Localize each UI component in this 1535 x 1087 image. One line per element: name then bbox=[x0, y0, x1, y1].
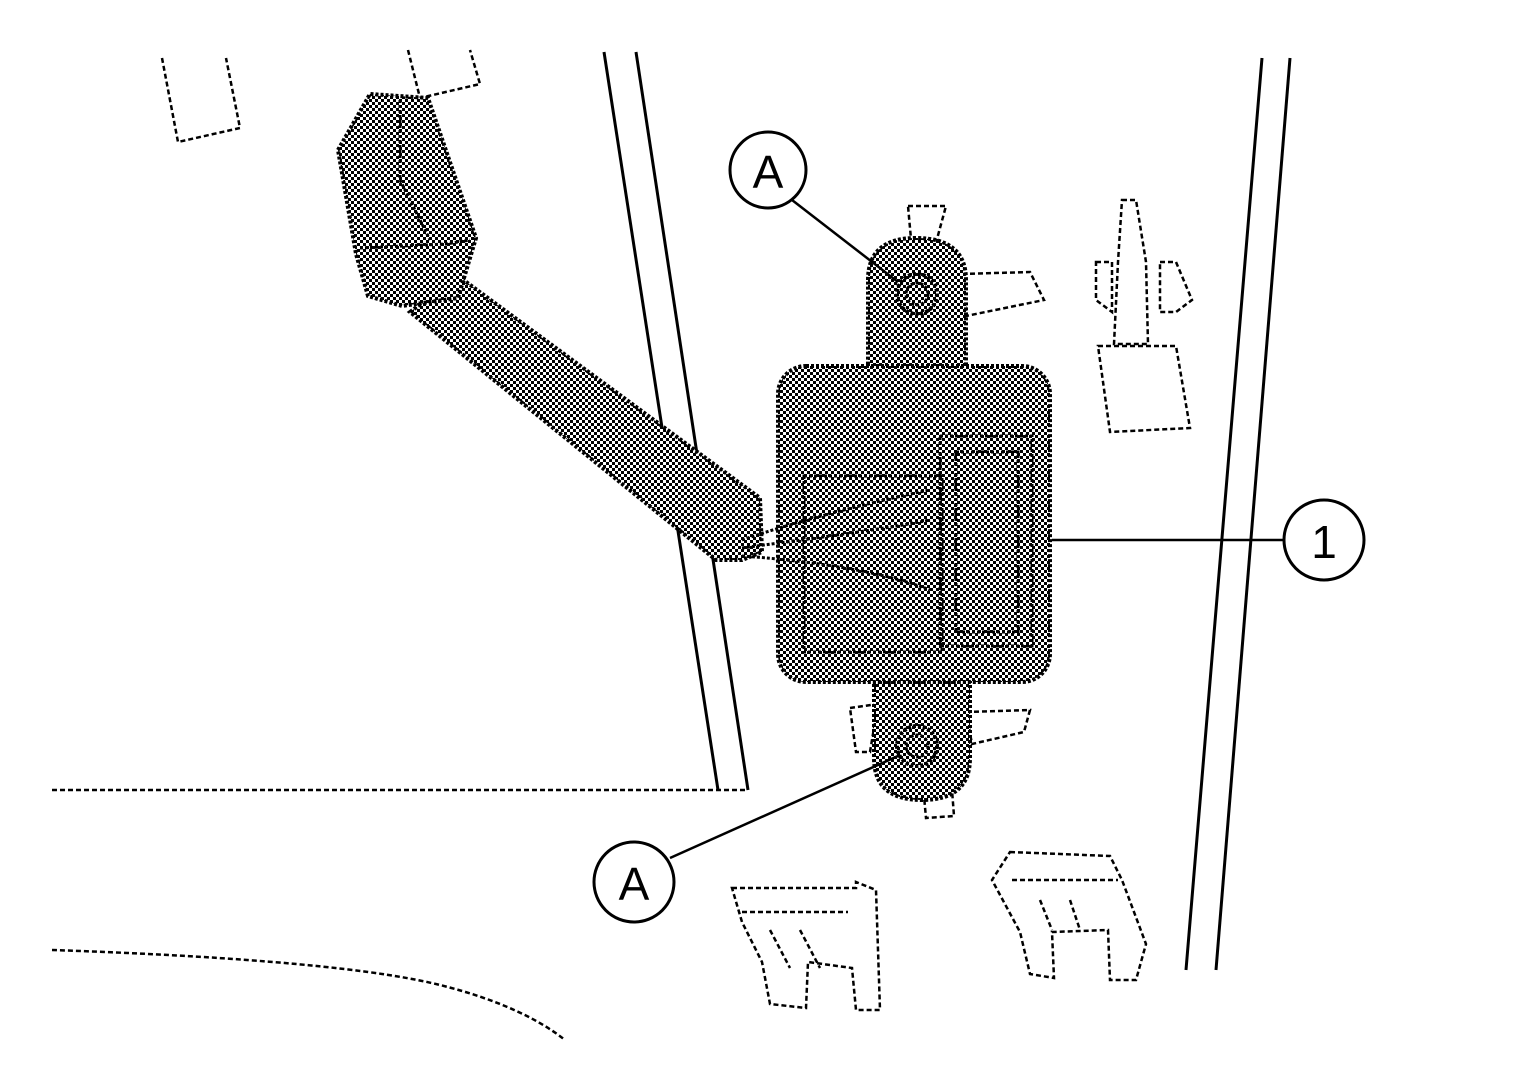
wire-harness bbox=[406, 273, 765, 562]
bolt-icon bbox=[904, 281, 930, 307]
rail-line bbox=[1214, 57, 1292, 971]
sensor-body bbox=[776, 364, 1052, 684]
harness-wire bbox=[741, 518, 931, 550]
mount-tab bbox=[848, 702, 880, 754]
bracket-outline bbox=[406, 49, 482, 100]
bracket-outline bbox=[160, 57, 242, 144]
sensor-connector-port bbox=[954, 450, 1020, 634]
bolt-icon bbox=[895, 724, 939, 768]
connector-edge bbox=[359, 238, 471, 250]
leader-line-a-bottom bbox=[669, 754, 899, 860]
background-structure bbox=[51, 49, 1292, 1041]
retainer-clip bbox=[990, 850, 1148, 982]
rail-line bbox=[602, 51, 720, 791]
mount-tab bbox=[964, 708, 1032, 746]
rail-line bbox=[634, 51, 750, 791]
mount-tab bbox=[960, 270, 1046, 318]
harness-wire bbox=[741, 554, 931, 592]
harness-connector bbox=[335, 91, 479, 309]
callout-a-top: A bbox=[728, 130, 808, 210]
callout-a-bottom: A bbox=[592, 840, 676, 924]
callout-1-label: 1 bbox=[1311, 516, 1337, 568]
retainer-clip bbox=[1094, 198, 1194, 434]
bolt-icon bbox=[895, 272, 939, 316]
sensor-assembly bbox=[335, 91, 1052, 803]
retainer-clip bbox=[730, 880, 882, 1012]
rail-line bbox=[1184, 57, 1264, 971]
callout-a-top-label: A bbox=[753, 146, 784, 198]
panel-curve bbox=[51, 948, 566, 1041]
harness-wire bbox=[741, 488, 931, 542]
bolt-icon bbox=[904, 733, 930, 759]
connector-edge bbox=[398, 100, 432, 241]
callout-1: 1 bbox=[1282, 498, 1366, 582]
sensor-connector-port bbox=[938, 434, 1034, 648]
sensor-inner-panel bbox=[802, 474, 944, 654]
leader-line-a-top bbox=[791, 199, 899, 283]
lower-mount-ear bbox=[872, 674, 972, 803]
callout-a-bottom-label: A bbox=[619, 858, 650, 910]
